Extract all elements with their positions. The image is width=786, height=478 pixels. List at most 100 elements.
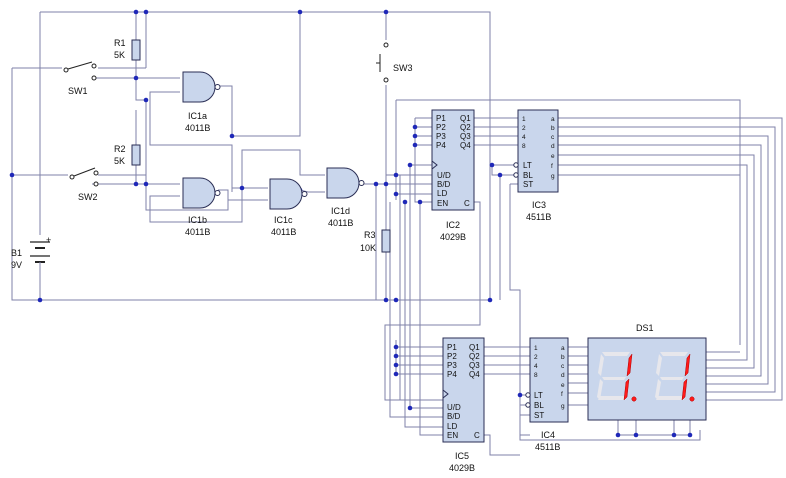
wires — [11, 11, 783, 456]
ic4-pin-a: a — [561, 345, 565, 352]
ic5-pin-en: EN — [447, 431, 458, 440]
ic5-part: 4029B — [449, 463, 475, 473]
r2-ref: R2 — [114, 144, 126, 154]
ic5-pin-p2: P2 — [447, 352, 457, 361]
ic5-pin-p3: P3 — [447, 361, 457, 370]
ic3-pin-d: d — [551, 143, 555, 150]
ic2-pin-p2: P2 — [436, 123, 446, 132]
ic4-pin-st: ST — [534, 411, 544, 420]
ic3-pin-a: a — [551, 116, 555, 123]
ic4-pin-f: f — [561, 391, 563, 398]
ic1d-part: 4011B — [328, 218, 353, 228]
ic3-pin-lt: LT — [523, 161, 532, 170]
digit-right — [655, 352, 695, 402]
resistor-r2: R2 5K — [114, 144, 141, 166]
ic2-ref: IC2 — [446, 220, 460, 230]
nand-gate-ic1d: IC1d 4011B — [326, 167, 365, 228]
r3-ref: R3 — [364, 230, 376, 240]
ic5-pin-c: C — [474, 431, 480, 440]
r3-value: 10K — [360, 243, 376, 253]
ic2-pin-bd: B/D — [437, 180, 451, 189]
ic1a-ref: IC1a — [188, 111, 207, 121]
ic5-pin-p1: P1 — [447, 343, 457, 352]
ic3-pin-e: e — [551, 153, 555, 160]
ic1c-ref: IC1c — [274, 215, 293, 225]
ic4-pin-8: 8 — [534, 372, 538, 379]
switch-sw1: SW1 — [63, 61, 97, 96]
ic5-pin-q4: Q4 — [469, 370, 480, 379]
ic4-pin-lt: LT — [534, 391, 543, 400]
ic4-pin-g: g — [561, 403, 565, 410]
display-ds1: DS1 1 1 — [0, 0, 707, 421]
resistor-r1: R1 5K — [114, 38, 141, 61]
ic4-pin-1: 1 — [534, 345, 538, 352]
b1-plus: + — [46, 235, 51, 245]
ic3-pin-4: 4 — [522, 134, 526, 141]
ic4-pin-e: e — [561, 382, 565, 389]
ic4-ref: IC4 — [541, 430, 555, 440]
r1-ref: R1 — [114, 38, 126, 48]
ds1-digits: 1 1 — [0, 0, 2, 1]
ic2-pin-q1: Q1 — [460, 114, 471, 123]
ic3-pin-1: 1 — [522, 116, 526, 123]
ic3-ref: IC3 — [532, 200, 546, 210]
r2-value: 5K — [114, 156, 125, 166]
ic3-part: 4511B — [526, 212, 551, 222]
ic2-pin-en: EN — [437, 199, 448, 208]
ic3-pin-b: b — [551, 125, 555, 132]
nand-gate-ic1a: IC1a 4011B — [182, 71, 221, 133]
ic5-ref: IC5 — [455, 451, 469, 461]
r1-value: 5K — [114, 50, 125, 60]
ic2-counter: P1 P2 P3 P4 U/D B/D LD EN Q1 Q2 Q3 Q4 C … — [431, 109, 475, 242]
ic2-pin-q2: Q2 — [460, 123, 471, 132]
ic4-pin-d: d — [561, 372, 565, 379]
ic4-pin-bl: BL — [534, 401, 544, 410]
ic3-pin-bl: BL — [523, 171, 533, 180]
ic4-part: 4511B — [535, 442, 560, 452]
sw1-ref: SW1 — [68, 86, 88, 96]
ic2-pin-q3: Q3 — [460, 132, 471, 141]
ic1d-ref: IC1d — [331, 206, 350, 216]
ic2-pin-c: C — [464, 199, 470, 208]
ic2-pin-ud: U/D — [437, 171, 451, 180]
ic3-decoder: 1 2 4 8 LT BL ST a b c d e f g IC3 4511B — [513, 109, 559, 222]
ic4-pin-c: c — [561, 363, 565, 370]
ic4-pin-2: 2 — [534, 354, 538, 361]
ic5-counter: P1 P2 P3 P4 U/D B/D LD EN Q1 Q2 Q3 Q4 C … — [442, 337, 485, 473]
ic1b-part: 4011B — [185, 227, 210, 237]
switch-sw3: SW3 — [376, 42, 413, 83]
sw3-ref: SW3 — [393, 63, 413, 73]
b1-value: 9V — [11, 260, 22, 270]
nand-gate-ic1b: IC1b 4011B — [182, 177, 221, 237]
ic2-pin-p4: P4 — [436, 141, 446, 150]
ic3-pin-2: 2 — [522, 125, 526, 132]
ic3-pin-8: 8 — [522, 143, 526, 150]
ic5-pin-q3: Q3 — [469, 361, 480, 370]
sw2-ref: SW2 — [78, 192, 98, 202]
ic3-pin-f: f — [551, 163, 553, 170]
ic5-pin-bd: B/D — [447, 412, 461, 421]
ic3-pin-c: c — [551, 134, 555, 141]
ic3-pin-st: ST — [523, 180, 533, 189]
ic1c-part: 4011B — [271, 227, 296, 237]
ic5-pin-q1: Q1 — [469, 343, 480, 352]
ic5-pin-ld: LD — [447, 422, 457, 431]
ic4-pin-b: b — [561, 354, 565, 361]
ic2-pin-p1: P1 — [436, 114, 446, 123]
ic2-pin-q4: Q4 — [460, 141, 471, 150]
ic1a-part: 4011B — [185, 123, 210, 133]
ic4-decoder: 1 2 4 8 LT BL ST a b c d e f g IC4 4511B — [525, 337, 569, 452]
switch-sw2: SW2 — [69, 167, 99, 202]
b1-ref: B1 — [11, 248, 22, 258]
ic5-pin-q2: Q2 — [469, 352, 480, 361]
ic3-pin-g: g — [551, 173, 555, 180]
ic2-part: 4029B — [440, 232, 466, 242]
ic5-pin-p4: P4 — [447, 370, 457, 379]
junction-dots — [9, 9, 693, 438]
resistor-r3: R3 10K — [360, 229, 391, 253]
ic2-pin-ld: LD — [437, 189, 447, 198]
ds1-ref: DS1 — [636, 323, 654, 333]
ic2-pin-p3: P3 — [436, 132, 446, 141]
battery-b1: + B1 9V — [11, 235, 51, 270]
